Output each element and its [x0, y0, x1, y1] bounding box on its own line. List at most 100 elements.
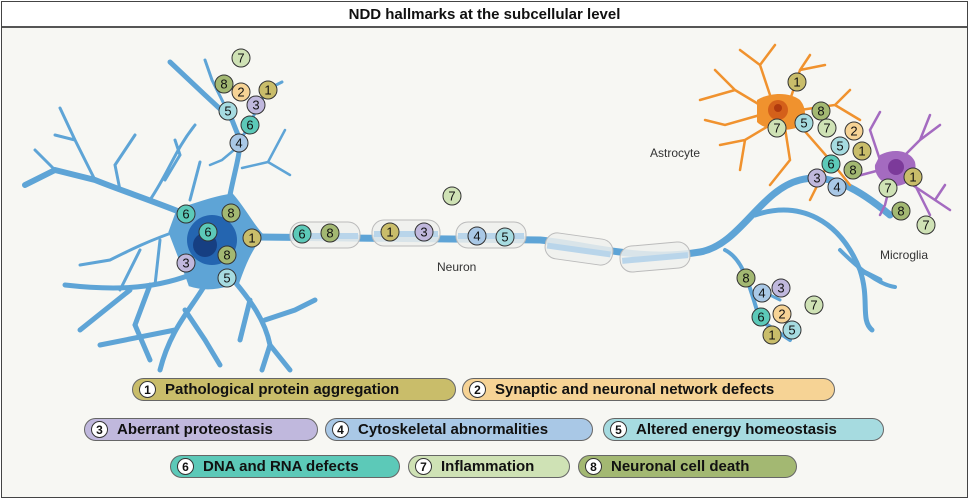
hallmark-badge-8: 8 — [736, 268, 756, 288]
svg-text:1: 1 — [264, 83, 271, 98]
legend-label: Aberrant proteostasis — [117, 421, 273, 438]
hallmark-badge-6: 6 — [821, 154, 841, 174]
hallmark-badge-1: 1 — [762, 325, 782, 345]
svg-text:5: 5 — [800, 116, 807, 131]
svg-text:1: 1 — [793, 75, 800, 90]
svg-text:3: 3 — [252, 98, 259, 113]
svg-text:7: 7 — [448, 189, 455, 204]
hallmark-badge-3: 3 — [771, 278, 791, 298]
hallmark-badge-7: 7 — [231, 48, 251, 68]
hallmark-badge-7: 7 — [916, 215, 936, 235]
astrocyte-label: Astrocyte — [650, 146, 700, 160]
svg-text:5: 5 — [501, 230, 508, 245]
hallmark-badge-8: 8 — [843, 160, 863, 180]
svg-text:8: 8 — [897, 204, 904, 219]
legend-number: 2 — [469, 381, 486, 398]
legend-number: 4 — [332, 421, 349, 438]
hallmark-badge-1: 1 — [903, 167, 923, 187]
hallmark-badge-8: 8 — [320, 223, 340, 243]
svg-text:4: 4 — [758, 286, 765, 301]
svg-text:6: 6 — [298, 227, 305, 242]
hallmark-badge-3: 3 — [807, 168, 827, 188]
svg-text:4: 4 — [235, 136, 242, 151]
hallmark-badge-7: 7 — [442, 186, 462, 206]
hallmark-badge-6: 6 — [292, 224, 312, 244]
svg-text:2: 2 — [778, 307, 785, 322]
hallmark-badge-5: 5 — [794, 113, 814, 133]
axon-core — [546, 242, 611, 258]
svg-text:8: 8 — [817, 104, 824, 119]
dendrite — [240, 128, 292, 177]
hallmark-badge-4: 4 — [229, 133, 249, 153]
legend-number: 5 — [610, 421, 627, 438]
hallmark-badge-6: 6 — [240, 115, 260, 135]
svg-text:8: 8 — [227, 206, 234, 221]
dendrite — [62, 272, 193, 363]
svg-text:7: 7 — [823, 121, 830, 136]
hallmark-badge-3: 3 — [246, 95, 266, 115]
svg-text:7: 7 — [810, 298, 817, 313]
hallmark-badge-1: 1 — [242, 228, 262, 248]
dendrite — [232, 279, 318, 373]
svg-text:1: 1 — [386, 225, 393, 240]
microglia-process — [848, 110, 952, 217]
hallmark-badge-1: 1 — [787, 72, 807, 92]
svg-text:4: 4 — [833, 180, 840, 195]
dendrite — [148, 123, 202, 202]
svg-text:1: 1 — [909, 170, 916, 185]
svg-text:3: 3 — [777, 281, 784, 296]
svg-text:7: 7 — [237, 51, 244, 66]
hallmark-badge-5: 5 — [217, 268, 237, 288]
svg-text:6: 6 — [827, 157, 834, 172]
hallmark-badge-7: 7 — [804, 295, 824, 315]
legend-number: 7 — [415, 458, 432, 475]
legend-label: Neuronal cell death — [611, 458, 750, 475]
axon-branch — [838, 248, 897, 289]
hallmark-badge-4: 4 — [752, 283, 772, 303]
hallmark-badge-8: 8 — [214, 74, 234, 94]
hallmark-badge-7: 7 — [878, 178, 898, 198]
legend-label: Pathological protein aggregation — [165, 381, 400, 398]
microglia-nucleus — [888, 159, 904, 175]
svg-text:8: 8 — [223, 248, 230, 263]
hallmark-badge-8: 8 — [217, 245, 237, 265]
legend-number: 3 — [91, 421, 108, 438]
svg-text:6: 6 — [182, 207, 189, 222]
hallmark-badge-5: 5 — [218, 101, 238, 121]
hallmark-badge-1: 1 — [380, 222, 400, 242]
svg-text:6: 6 — [757, 310, 764, 325]
svg-text:2: 2 — [850, 124, 857, 139]
hallmark-badge-5: 5 — [830, 136, 850, 156]
hallmark-badge-3: 3 — [414, 222, 434, 242]
hallmark-badge-2: 2 — [844, 121, 864, 141]
hallmark-badge-6: 6 — [176, 204, 196, 224]
svg-text:3: 3 — [182, 256, 189, 271]
hallmark-badge-7: 7 — [767, 118, 787, 138]
legend-number: 1 — [139, 381, 156, 398]
svg-text:2: 2 — [237, 85, 244, 100]
axon-core — [621, 252, 689, 264]
svg-text:7: 7 — [922, 218, 929, 233]
neuron-label: Neuron — [437, 260, 476, 274]
svg-text:1: 1 — [248, 231, 255, 246]
legend-number: 6 — [177, 458, 194, 475]
astrocyte-nucleolus — [774, 104, 782, 112]
hallmark-badge-1: 1 — [258, 80, 278, 100]
svg-text:3: 3 — [813, 171, 820, 186]
svg-text:7: 7 — [773, 121, 780, 136]
hallmark-badge-4: 4 — [467, 226, 487, 246]
svg-text:5: 5 — [224, 104, 231, 119]
dendrite — [97, 282, 223, 373]
hallmark-badge-4: 4 — [827, 177, 847, 197]
svg-text:7: 7 — [884, 181, 891, 196]
legend-label: Inflammation — [441, 458, 535, 475]
axon-branch — [752, 207, 883, 333]
svg-text:8: 8 — [326, 226, 333, 241]
svg-text:5: 5 — [788, 323, 795, 338]
